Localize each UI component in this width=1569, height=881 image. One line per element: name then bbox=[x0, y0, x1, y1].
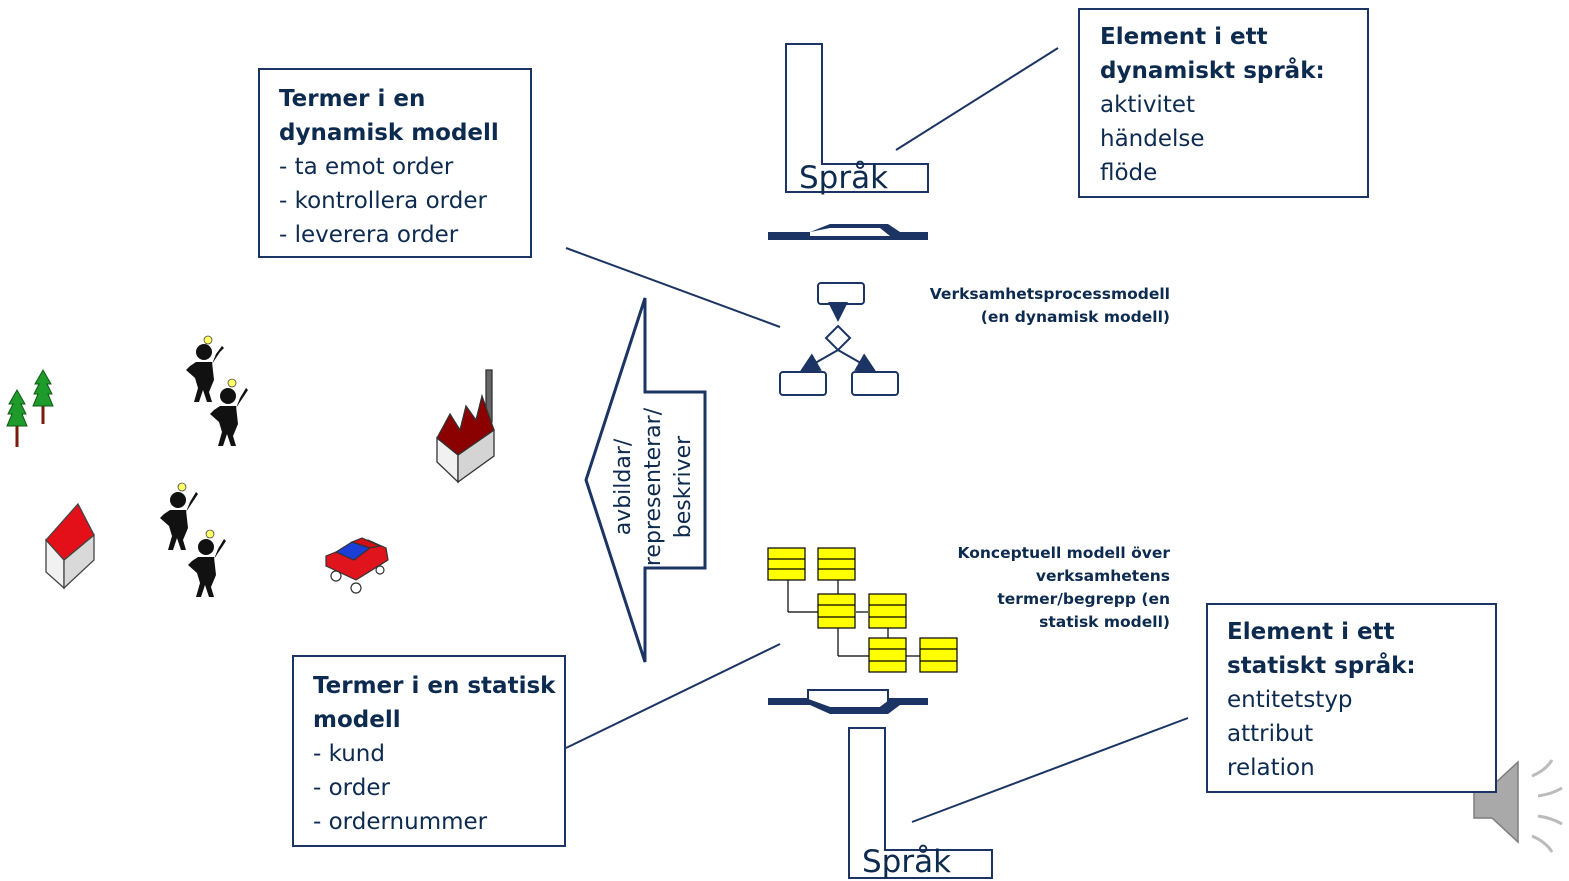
factory-icon bbox=[436, 369, 495, 484]
car-icon bbox=[325, 537, 389, 594]
concept-model-label-line: statisk modell) bbox=[1039, 613, 1170, 631]
process-model-label-line: (en dynamisk modell) bbox=[980, 308, 1170, 326]
language-label-top: Språk bbox=[799, 160, 889, 196]
static-language-item: relation bbox=[1227, 755, 1315, 781]
language-label-bottom: Språk bbox=[862, 844, 952, 880]
language-shape-top bbox=[785, 43, 929, 193]
dynamic-term-item: - ta emot order bbox=[279, 154, 454, 180]
static-terms-title: Termer i en statisk bbox=[313, 673, 556, 699]
dynamic-language-item: aktivitet bbox=[1100, 92, 1196, 118]
static-language-title-2: statiskt språk: bbox=[1227, 653, 1416, 679]
dynamic-language-title-2: dynamiskt språk: bbox=[1100, 58, 1325, 84]
dynamic-language-item: händelse bbox=[1100, 126, 1205, 152]
static-term-item: - kund bbox=[313, 741, 385, 767]
dynamic-language-item: flöde bbox=[1100, 160, 1158, 186]
concept-model-label: Konceptuell modell över verksamhetens te… bbox=[900, 542, 1170, 634]
tree-icon bbox=[32, 368, 54, 424]
process-model-icon bbox=[779, 282, 899, 396]
arrow-text-line: representerar/ bbox=[641, 407, 666, 567]
dynamic-terms-box: Termer i en dynamisk modell - ta emot or… bbox=[258, 68, 532, 258]
concept-model-label-line: Konceptuell modell över bbox=[957, 544, 1170, 562]
static-term-item: - order bbox=[313, 775, 390, 801]
static-language-item: entitetstyp bbox=[1227, 687, 1353, 713]
person-icon bbox=[188, 529, 226, 597]
process-model-label: Verksamhetsprocessmodell (en dynamisk mo… bbox=[880, 283, 1170, 329]
dynamic-term-item: - kontrollera order bbox=[279, 188, 487, 214]
static-language-title: Element i ett bbox=[1227, 619, 1395, 645]
house-icon bbox=[45, 502, 95, 590]
arrow-text: avbildar/ representerar/ beskriver bbox=[609, 387, 701, 587]
static-terms-box: Termer i en statisk modell - kund - orde… bbox=[292, 655, 566, 847]
arrow-text-line: avbildar/ bbox=[611, 438, 636, 536]
down-arrow-bottom bbox=[768, 689, 928, 714]
concept-model-icon bbox=[767, 547, 958, 673]
dynamic-language-title: Element i ett bbox=[1100, 24, 1268, 50]
person-icon bbox=[210, 378, 248, 446]
static-term-item: - ordernummer bbox=[313, 809, 488, 835]
static-terms-title-2: modell bbox=[313, 707, 401, 733]
language-shape-bottom bbox=[848, 727, 993, 879]
static-language-box: Element i ett statiskt språk: entitetsty… bbox=[1206, 603, 1497, 793]
dynamic-terms-title-2: dynamisk modell bbox=[279, 120, 499, 146]
concept-model-label-line: termer/begrepp (en bbox=[997, 590, 1170, 608]
person-icon bbox=[160, 482, 198, 550]
dynamic-term-item: - leverera order bbox=[279, 222, 459, 248]
dynamic-language-box: Element i ett dynamiskt språk: aktivitet… bbox=[1078, 8, 1369, 198]
connector-lines bbox=[565, 47, 1189, 823]
static-language-item: attribut bbox=[1227, 721, 1314, 747]
process-model-label-line: Verksamhetsprocessmodell bbox=[929, 285, 1170, 303]
tree-icon bbox=[6, 388, 28, 447]
person-icon bbox=[186, 335, 224, 402]
speaker-icon bbox=[1473, 759, 1563, 853]
dynamic-terms-title: Termer i en bbox=[279, 86, 426, 112]
concept-model-label-line: verksamhetens bbox=[1035, 567, 1170, 585]
entity-boxes bbox=[767, 547, 958, 673]
arrow-text-line: beskriver bbox=[671, 435, 696, 539]
representation-arrow bbox=[584, 297, 707, 663]
up-arrow-top bbox=[768, 224, 928, 240]
